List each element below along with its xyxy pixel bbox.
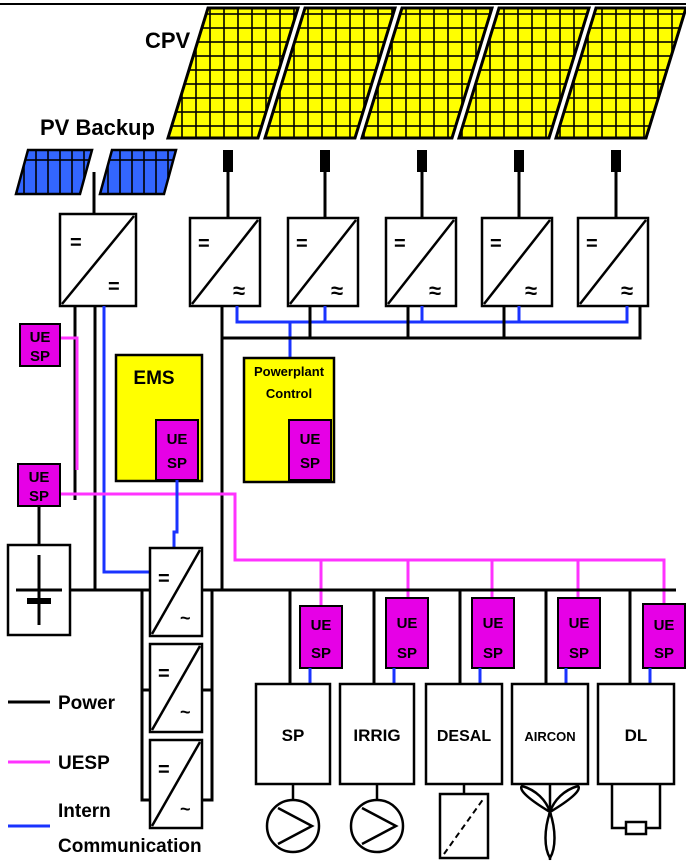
svg-text:=: = (394, 233, 406, 255)
irrigation-pump-icon (349, 784, 405, 854)
fan-icon (519, 784, 581, 861)
pv-backup-panels (14, 148, 178, 214)
cpv-mounts (223, 150, 621, 218)
svg-text:=: = (158, 568, 170, 590)
svg-text:≈: ≈ (331, 278, 343, 303)
load-box-dl: DL (596, 682, 676, 786)
svg-text:UE: UE (483, 615, 504, 632)
pv-dcdc-converter: = = (58, 212, 138, 308)
svg-text:≈: ≈ (621, 278, 633, 303)
pump-icon (265, 784, 321, 854)
cpv-inverters: = ≈ = ≈ = ≈ = ≈ = ≈ (188, 216, 650, 308)
uesp-box-battery: UE SP (17, 463, 61, 507)
svg-text:AIRCON: AIRCON (524, 729, 575, 744)
cpv-inverter-2: = ≈ (286, 216, 360, 308)
pv-panel-2 (98, 148, 178, 196)
legend-uesp-label: UESP (58, 753, 110, 774)
svg-text:UE: UE (167, 431, 188, 448)
grid-inverter-stack: = ~ = ~ = ~ (140, 546, 214, 830)
uesp-box-aircon: UE SP (557, 597, 601, 669)
svg-text:≈: ≈ (429, 278, 441, 303)
svg-text:=: = (198, 233, 210, 255)
svg-text:≈: ≈ (233, 278, 245, 303)
svg-text:SP: SP (29, 488, 49, 505)
load-box-desal: DESAL (424, 682, 504, 786)
cpv-communication-bus (235, 306, 629, 360)
svg-text:SP: SP (569, 645, 589, 662)
svg-text:SP: SP (311, 645, 331, 662)
cpv-panel-group (165, 6, 686, 140)
pv-comm-line (102, 306, 150, 574)
svg-text:~: ~ (180, 608, 191, 628)
svg-text:=: = (296, 233, 308, 255)
svg-text:SP: SP (483, 645, 503, 662)
cpv-panel-2 (262, 6, 398, 140)
svg-text:SP: SP (282, 726, 305, 745)
svg-text:≈: ≈ (525, 278, 537, 303)
ems-box: EMS UE SP (114, 353, 204, 483)
svg-text:=: = (158, 663, 170, 685)
legend-communication-label: Communication (58, 836, 202, 857)
svg-text:~: ~ (180, 702, 191, 722)
svg-text:=: = (70, 232, 82, 254)
cpv-panel-1 (165, 6, 301, 140)
cpv-inverter-5: = ≈ (576, 216, 650, 308)
svg-text:UE: UE (29, 469, 50, 486)
uesp-box-desal: UE SP (471, 597, 515, 669)
svg-text:=: = (108, 276, 120, 298)
cpv-power-bus (220, 306, 642, 590)
legend-power-label: Power (58, 693, 116, 714)
load-comm-links (308, 668, 652, 684)
svg-text:IRRIG: IRRIG (353, 726, 400, 745)
grid-inverter-1: = ~ (148, 546, 204, 638)
uesp-box-dl: UE SP (642, 603, 686, 669)
svg-text:SP: SP (30, 348, 50, 365)
cpv-panel-3 (359, 6, 495, 140)
svg-text:SP: SP (167, 455, 187, 472)
svg-text:=: = (586, 233, 598, 255)
battery-symbol (6, 543, 72, 637)
cpv-label: CPV (145, 28, 191, 53)
svg-text:=: = (490, 233, 502, 255)
svg-text:SP: SP (397, 645, 417, 662)
load-box-sp: SP (254, 682, 332, 786)
svg-text:UE: UE (311, 617, 332, 634)
legend: Power UESP Intern Communication (8, 693, 202, 857)
ems-comm-line (172, 480, 179, 548)
pv-panel-1 (14, 148, 94, 196)
svg-text:UE: UE (569, 615, 590, 632)
load-box-irrig: IRRIG (338, 682, 416, 786)
svg-text:EMS: EMS (133, 368, 174, 389)
load-box-aircon: AIRCON (510, 682, 590, 786)
legend-intern-label: Intern (58, 801, 111, 822)
grid-inverter-3: = ~ (148, 738, 204, 830)
svg-text:UE: UE (397, 615, 418, 632)
desalination-filter-icon (438, 784, 490, 860)
svg-text:SP: SP (654, 645, 674, 662)
svg-text:SP: SP (300, 455, 320, 472)
cpv-panel-4 (456, 6, 592, 140)
svg-text:Control: Control (266, 386, 312, 401)
dump-load-resistor-icon (610, 784, 662, 836)
svg-text:DESAL: DESAL (437, 728, 491, 745)
main-ac-bus (202, 588, 676, 684)
svg-text:~: ~ (180, 799, 191, 819)
svg-text:DL: DL (625, 726, 648, 745)
svg-text:UE: UE (654, 617, 675, 634)
uesp-box-pv: UE SP (19, 323, 61, 367)
svg-text:UE: UE (30, 329, 51, 346)
uesp-box-irrig: UE SP (385, 597, 429, 669)
powerplant-control-box: Powerplant Control UE SP (242, 356, 336, 484)
uesp-box-sp: UE SP (299, 605, 343, 669)
svg-text:UE: UE (300, 431, 321, 448)
cpv-inverter-3: = ≈ (384, 216, 458, 308)
svg-text:Powerplant: Powerplant (254, 364, 325, 379)
cpv-panel-5 (553, 6, 686, 140)
cpv-inverter-4: = ≈ (480, 216, 554, 308)
svg-text:=: = (158, 759, 170, 781)
grid-inverter-2: = ~ (148, 642, 204, 734)
pv-backup-label: PV Backup (40, 115, 155, 140)
cpv-inverter-1: = ≈ (188, 216, 262, 308)
